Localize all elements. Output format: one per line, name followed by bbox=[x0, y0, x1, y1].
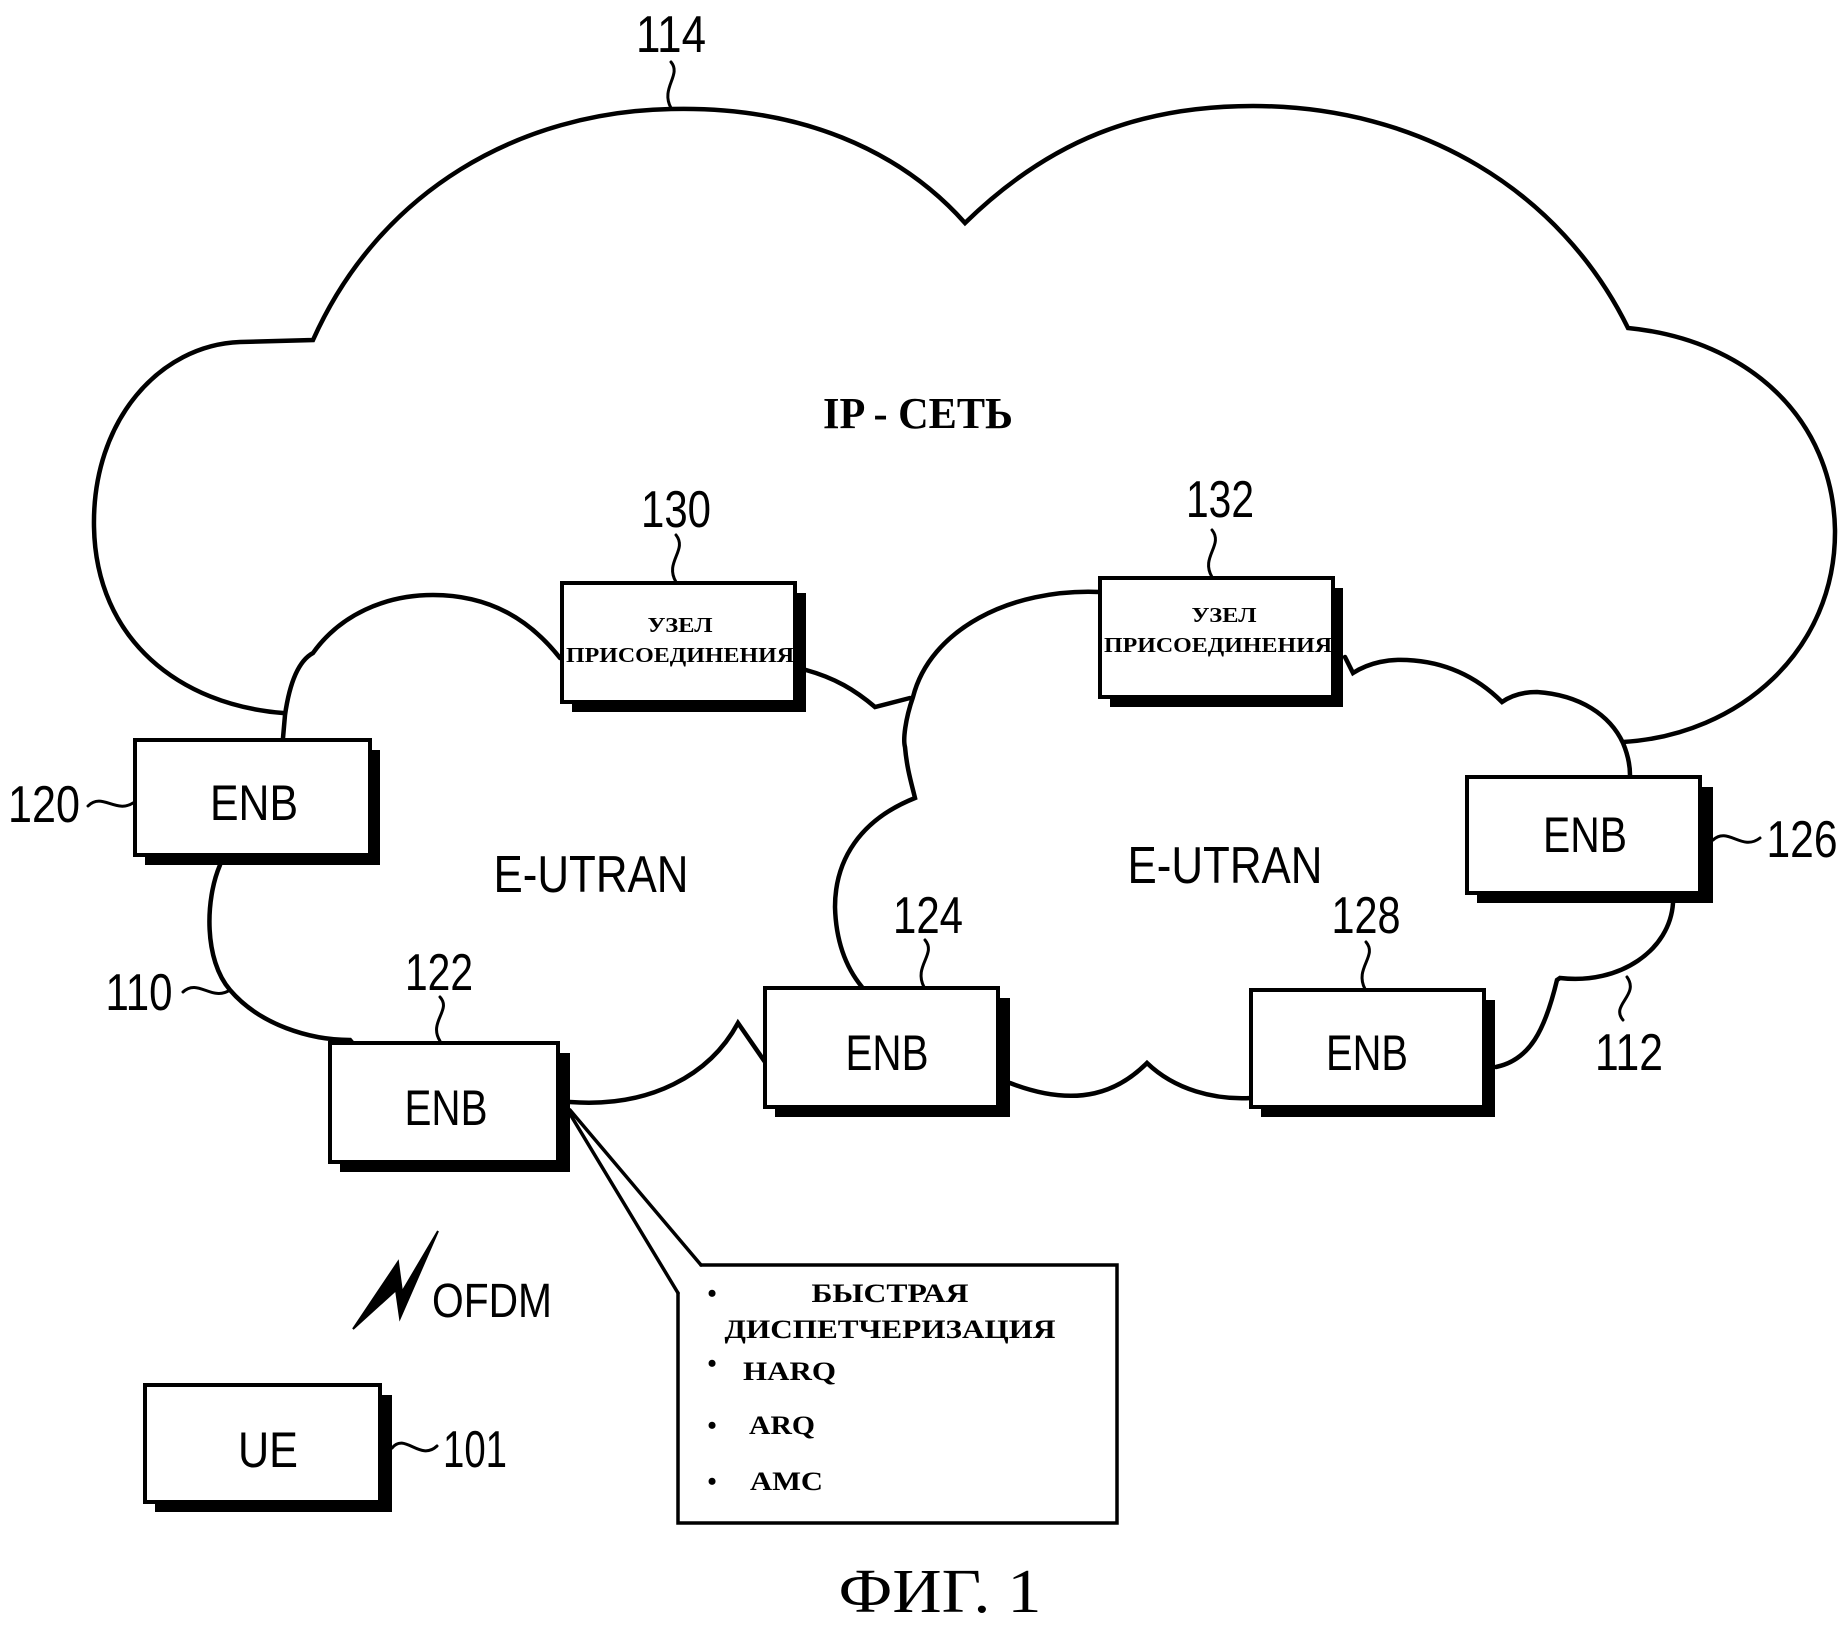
enb-122[interactable]: ENB bbox=[328, 1041, 570, 1172]
e-utran-cloud-right bbox=[832, 589, 1103, 990]
e-utran-cloud-right-segment-4 bbox=[1007, 1059, 1254, 1101]
access-node-132[interactable]: УЗЕЛ ПРИСОЕДИНЕНИЯ bbox=[1098, 576, 1343, 707]
access-node-130-line1: УЗЕЛ bbox=[648, 613, 713, 637]
e-utran-cloud-left-segment-4 bbox=[567, 1018, 768, 1105]
enb-128-label: ENB bbox=[1326, 1025, 1408, 1081]
enb-120-ref-leader bbox=[86, 799, 135, 808]
e-utran-cloud-left-segment-2 bbox=[803, 667, 913, 710]
e-utran-112-ref: 112 bbox=[1595, 1024, 1663, 1082]
bullet-2: • bbox=[707, 1349, 716, 1378]
access-node-132-line2: ПРИСОЕДИНЕНИЯ bbox=[1104, 633, 1332, 657]
ue-label: UE bbox=[238, 1422, 298, 1478]
enb-128-ref: 128 bbox=[1332, 887, 1401, 945]
function-arq: ARQ bbox=[749, 1411, 815, 1440]
enb-124-label: ENB bbox=[846, 1025, 929, 1081]
access-node-132-ref-leader bbox=[1207, 528, 1217, 579]
enb-124-ref: 124 bbox=[893, 887, 963, 945]
access-node-130-ref-leader bbox=[671, 533, 681, 584]
e-utran-112-ref-leader bbox=[1618, 975, 1632, 1022]
enb-120-label: ENB bbox=[210, 775, 298, 831]
enb-128[interactable]: ENB bbox=[1249, 988, 1495, 1117]
enb-126-ref: 126 bbox=[1767, 811, 1838, 869]
function-fast-scheduling-line2: ДИСПЕТЧЕРИЗАЦИЯ bbox=[725, 1315, 1056, 1344]
callout-pointer bbox=[568, 1108, 703, 1295]
ip-network-label: IP - СЕТЬ bbox=[823, 389, 1013, 438]
access-node-130-ref: 130 bbox=[641, 481, 711, 539]
e-utran-right-label: E-UTRAN bbox=[1128, 837, 1323, 895]
enb-124-ref-leader bbox=[919, 938, 930, 989]
e-utran-cloud-left bbox=[280, 592, 563, 741]
figure-caption: ФИГ. 1 bbox=[839, 1558, 1042, 1625]
function-fast-scheduling-line1: БЫСТРАЯ bbox=[812, 1279, 969, 1308]
function-amc: AMC bbox=[750, 1467, 823, 1496]
enb-128-ref-leader bbox=[1360, 940, 1371, 991]
enb-120-ref: 120 bbox=[8, 776, 80, 834]
access-node-130-line2: ПРИСОЕДИНЕНИЯ bbox=[566, 643, 794, 667]
enb-124[interactable]: ENB bbox=[763, 986, 1010, 1117]
access-node-132-line1: УЗЕЛ bbox=[1192, 603, 1257, 627]
bullet-4: • bbox=[707, 1467, 716, 1496]
ip-network-cloud bbox=[91, 103, 1838, 745]
ip-network-ref: 114 bbox=[636, 6, 706, 64]
enb-126-label: ENB bbox=[1543, 807, 1627, 863]
access-node-130[interactable]: УЗЕЛ ПРИСОЕДИНЕНИЯ bbox=[560, 581, 806, 712]
enb-functions-callout: • БЫСТРАЯ ДИСПЕТЧЕРИЗАЦИЯ • HARQ • ARQ •… bbox=[676, 1263, 1119, 1525]
ue-101-ref: 101 bbox=[443, 1421, 507, 1479]
e-utran-110-ref-leader bbox=[181, 985, 232, 995]
ip-network-ref-leader bbox=[666, 60, 676, 110]
function-harq: HARQ bbox=[743, 1357, 836, 1386]
enb-126-ref-leader bbox=[1711, 834, 1762, 844]
bullet-1: • bbox=[707, 1279, 716, 1308]
e-utran-110-ref: 110 bbox=[106, 964, 173, 1022]
lightning-bolt-icon bbox=[352, 1230, 439, 1330]
e-utran-cloud-right-segment-3 bbox=[1493, 900, 1676, 1070]
enb-122-ref: 122 bbox=[405, 944, 473, 1002]
access-node-132-ref: 132 bbox=[1186, 471, 1254, 529]
enb-126[interactable]: ENB bbox=[1465, 775, 1713, 903]
enb-122-ref-leader bbox=[435, 995, 445, 1043]
ofdm-label: OFDM bbox=[432, 1275, 552, 1328]
enb-122-label: ENB bbox=[405, 1080, 488, 1136]
e-utran-cloud-right-segment-2 bbox=[1342, 654, 1633, 778]
ue-101[interactable]: UE bbox=[143, 1383, 392, 1512]
enb-120[interactable]: ENB bbox=[133, 738, 380, 865]
ue-101-ref-leader bbox=[390, 1441, 439, 1453]
e-utran-left-label: E-UTRAN bbox=[494, 846, 689, 904]
bullet-3: • bbox=[707, 1411, 716, 1440]
e-utran-cloud-left-segment-3 bbox=[207, 862, 358, 1049]
